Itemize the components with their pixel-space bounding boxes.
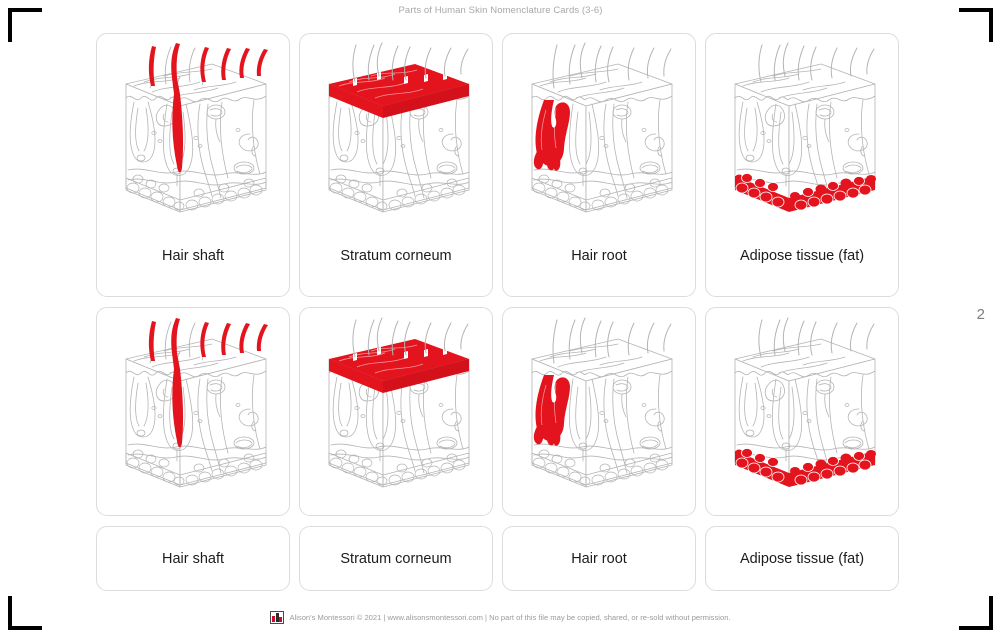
label-text-adipose-tissue: Adipose tissue (fat) bbox=[739, 550, 865, 567]
cards-grid: Hair shaft bbox=[96, 33, 904, 591]
skin-cross-section-stratum-corneum bbox=[328, 317, 470, 488]
label-text-hair-shaft: Hair shaft bbox=[161, 550, 225, 567]
card-label-hair-shaft: Hair shaft bbox=[161, 248, 225, 264]
page-number: 2 bbox=[976, 306, 985, 323]
skin-cross-section-hair-shaft bbox=[125, 43, 268, 213]
row-label-only-cards: Hair shaft Stratum corneum Hair root Adi… bbox=[96, 526, 904, 591]
document-footer: Alison's Montessori © 2021 | www.alisons… bbox=[0, 611, 1001, 624]
highlight-hair-shaft bbox=[148, 43, 268, 173]
skin-cross-section-adipose-tissue bbox=[734, 42, 876, 212]
picture-card-stratum-corneum[interactable] bbox=[299, 307, 493, 516]
label-card-hair-root[interactable]: Hair root bbox=[502, 526, 696, 591]
row-picture-and-label-cards: Hair shaft bbox=[96, 33, 904, 297]
highlight-stratum-corneum bbox=[329, 339, 469, 393]
skin-cross-section-hair-root bbox=[531, 42, 673, 213]
skin-cross-section-hair-shaft bbox=[125, 318, 268, 488]
row-picture-only-cards bbox=[96, 307, 904, 516]
card-hair-shaft[interactable]: Hair shaft bbox=[96, 33, 290, 297]
highlight-hair-shaft bbox=[148, 318, 268, 448]
card-label-stratum-corneum: Stratum corneum bbox=[340, 248, 452, 264]
highlight-adipose-tissue bbox=[735, 448, 876, 487]
label-text-stratum-corneum: Stratum corneum bbox=[340, 550, 452, 567]
highlight-stratum-corneum bbox=[329, 64, 469, 118]
crop-mark-bottom-left bbox=[8, 596, 42, 630]
footer-copyright-text: Alison's Montessori © 2021 | www.alisons… bbox=[289, 613, 731, 622]
card-stratum-corneum[interactable]: Stratum corneum bbox=[299, 33, 493, 297]
document-title: Parts of Human Skin Nomenclature Cards (… bbox=[398, 5, 603, 16]
highlight-adipose-tissue bbox=[735, 173, 876, 212]
label-text-hair-root: Hair root bbox=[571, 550, 627, 567]
picture-card-adipose-tissue[interactable] bbox=[705, 307, 899, 516]
picture-card-hair-root[interactable] bbox=[502, 307, 696, 516]
card-adipose-tissue[interactable]: Adipose tissue (fat) bbox=[705, 33, 899, 297]
label-card-adipose-tissue[interactable]: Adipose tissue (fat) bbox=[705, 526, 899, 591]
label-card-hair-shaft[interactable]: Hair shaft bbox=[96, 526, 290, 591]
skin-cross-section-stratum-corneum bbox=[328, 42, 470, 213]
card-label-hair-root: Hair root bbox=[571, 248, 627, 264]
picture-card-hair-shaft[interactable] bbox=[96, 307, 290, 516]
crop-mark-top-left bbox=[8, 8, 42, 42]
card-label-adipose-tissue: Adipose tissue (fat) bbox=[739, 248, 865, 264]
crop-mark-bottom-right bbox=[959, 596, 993, 630]
alisons-montessori-logo-icon bbox=[270, 611, 285, 624]
card-hair-root[interactable]: Hair root bbox=[502, 33, 696, 297]
label-card-stratum-corneum[interactable]: Stratum corneum bbox=[299, 526, 493, 591]
crop-mark-top-right bbox=[959, 8, 993, 42]
skin-cross-section-adipose-tissue bbox=[734, 317, 876, 487]
skin-cross-section-hair-root bbox=[531, 317, 673, 488]
